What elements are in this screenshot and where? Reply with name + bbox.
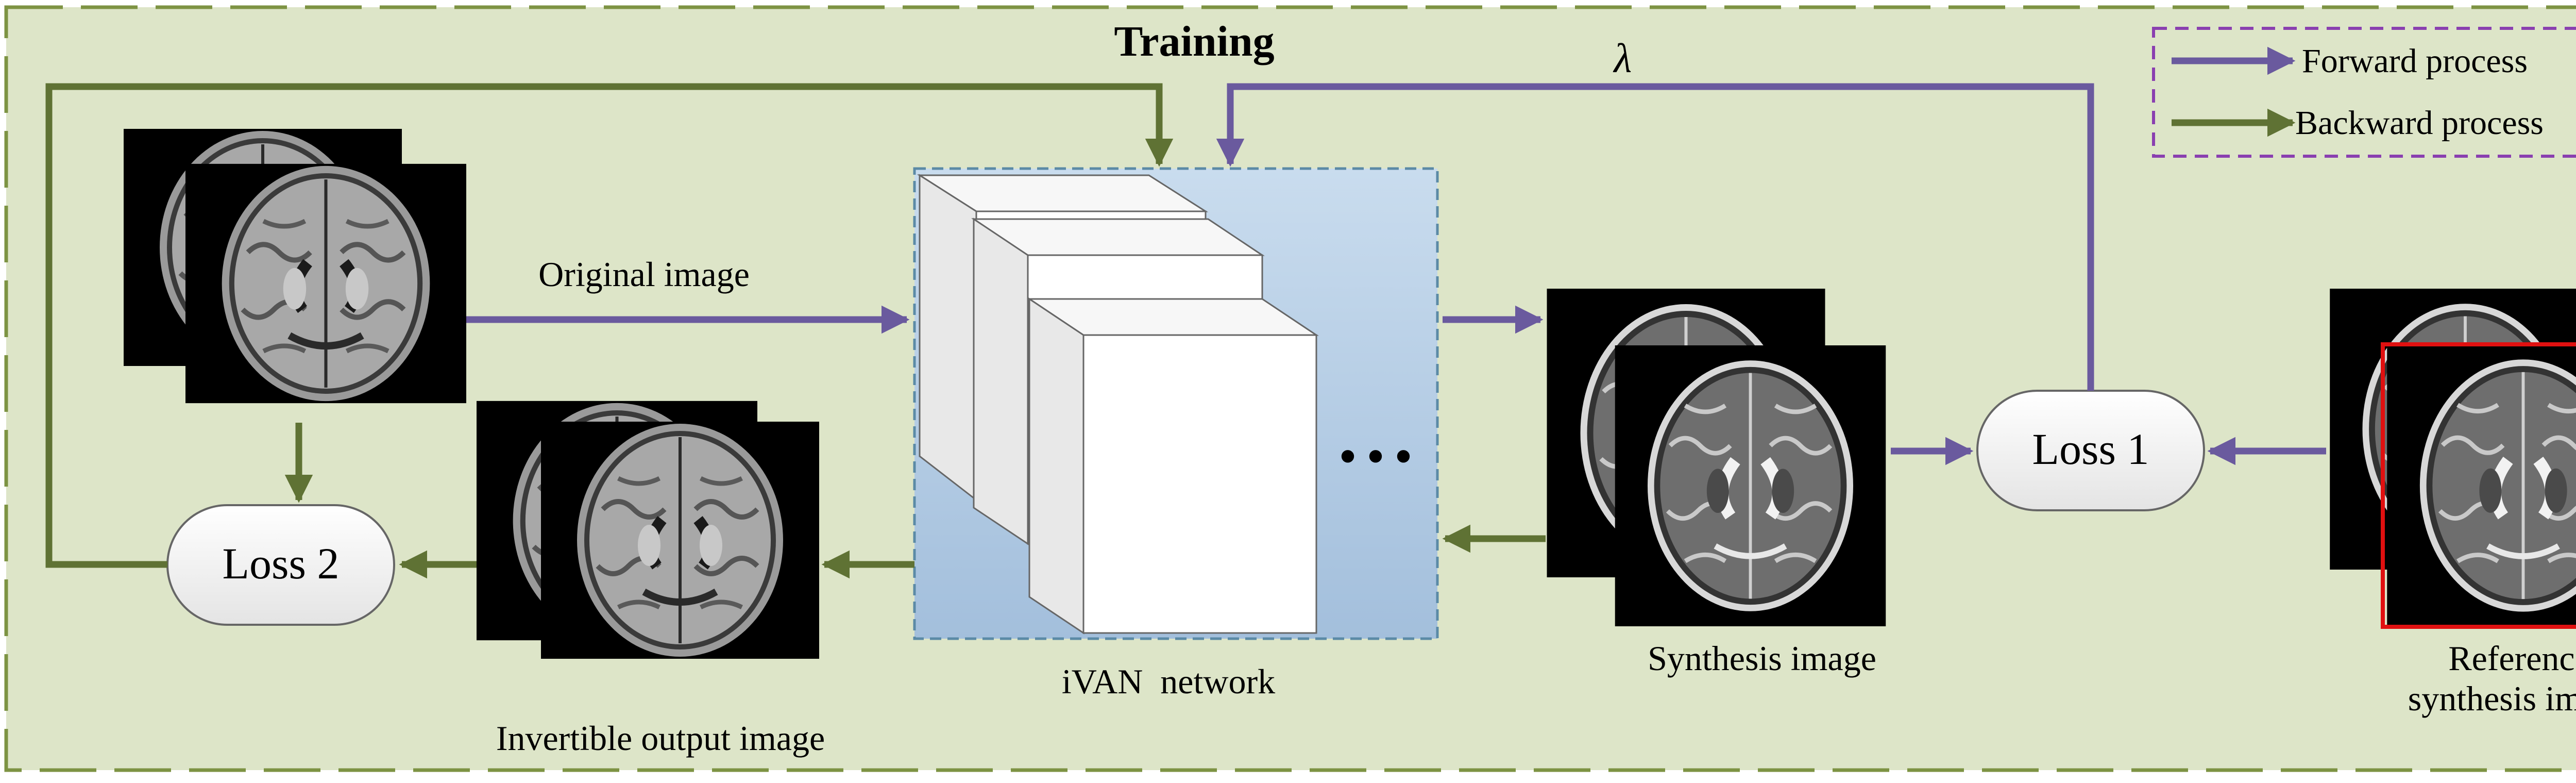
- lambda-label: λ: [1613, 36, 1632, 81]
- legend: Forward process Backward process: [2152, 27, 2576, 158]
- loss1-node: Loss 1: [1976, 390, 2205, 511]
- reference-label-line1: Reference: [2448, 639, 2576, 678]
- legend-backward-label: Backward process: [2295, 104, 2544, 142]
- legend-box: [2152, 27, 2576, 158]
- synthesis-image: [1615, 345, 1886, 626]
- legend-forward-label: Forward process: [2302, 42, 2528, 80]
- original-image-label: Original image: [538, 255, 750, 294]
- original-image-stack: [124, 129, 466, 403]
- network-ellipsis: • • •: [1340, 431, 1412, 482]
- invertible-output-stack: [477, 401, 819, 659]
- invertible-output-label: Invertible output image: [496, 719, 825, 758]
- loss2-label: Loss 2: [223, 539, 340, 588]
- reference-highlight-border: [2381, 342, 2576, 629]
- synthesis-image-label: Synthesis image: [1648, 639, 1876, 678]
- arrow-loss2-feedback: [45, 83, 1174, 568]
- loss1-label: Loss 1: [2032, 424, 2149, 474]
- forward-arrows: [466, 83, 2326, 465]
- reference-image-stack: [2330, 289, 2576, 629]
- invertible-output-image: [541, 422, 819, 659]
- reference-label-line2: synthesis image: [2408, 679, 2576, 718]
- arrow-loss1-lambda-feedback: [1216, 83, 2094, 391]
- original-image: [185, 164, 466, 403]
- reference-synthesis-image: [2387, 344, 2576, 627]
- loss2-node: Loss 2: [166, 504, 395, 626]
- network-layer-3: [1027, 297, 1319, 635]
- training-title: Training: [1114, 18, 1274, 65]
- backward-arrows: [45, 83, 1546, 579]
- network-label: iVAN network: [1062, 662, 1275, 701]
- ivan-network: • • •: [913, 167, 1439, 640]
